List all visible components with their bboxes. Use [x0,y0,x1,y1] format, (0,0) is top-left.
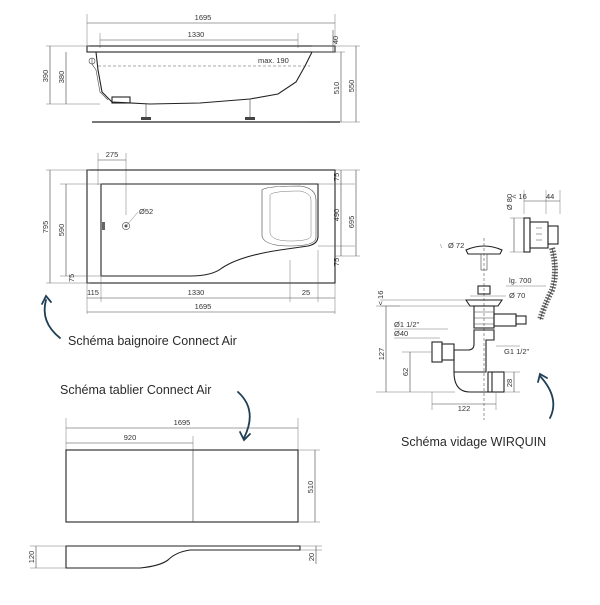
apron-caption-arrow [237,391,251,439]
dim-apron-total-length: 1695 [174,418,191,427]
outlet-thread-label: Ø1 1/2" [394,320,420,329]
bath-caption: Schéma baignoire Connect Air [68,334,237,348]
apron-front-view: 1695 920 510 [65,418,320,523]
bath-side-view: 1695 1330 max. 190 40 510 550 [41,13,360,123]
overflow-body [529,221,549,249]
dim-bottom-gap: 75 [67,274,76,282]
dim-right-middle: 490 [332,209,341,222]
bath-caption-arrow [43,299,61,339]
dim-overflow-width: 44 [546,192,554,201]
dim-flange-depth: < 16 [376,291,385,306]
dim-apron-height: 510 [306,481,315,494]
dim-inner-width: 590 [57,224,66,237]
hose-length-label: lg. 700 [509,276,532,285]
dim-trap-height: 28 [505,379,514,387]
dim-right-bottom: 75 [332,258,341,266]
outlet-diameter-label: Ø40 [394,329,408,338]
dim-right-total: 695 [347,216,356,229]
dim-flange-diameter: Ø 70 [509,291,525,300]
apron-panel [65,449,299,523]
dim-apron-left-depth: 120 [27,551,36,564]
drain-plug [465,245,503,255]
dim-overflow-depth: < 16 [512,192,527,201]
siphon-trap [453,329,495,373]
apron-top-view: 120 20 [27,545,322,569]
dim-plug-diameter: Ø 72 [448,241,464,250]
dim-bottom-left: 115 [87,288,99,297]
dim-apron-straight-length: 920 [124,433,137,442]
drain-diagram: < 16 44 Ø 80 Ø 72 lg. 700 Ø 70 [376,190,561,420]
dim-bottom-right: 25 [302,288,310,297]
drain-caption: Schéma vidage WIRQUIN [401,435,546,449]
dim-drain-offset: 275 [106,150,119,159]
drain-diameter-label: Ø52 [139,207,153,216]
drain-strainer [464,299,504,307]
outlet-connector [431,341,443,363]
dim-bottom-inner: 1330 [188,288,205,297]
apron-caption: Schéma tablier Connect Air [60,383,211,397]
flexible-hose [537,247,558,321]
dim-rim-thickness: 40 [331,36,340,44]
dim-side-total-length: 1695 [195,13,212,22]
dim-right-top: 75 [332,173,341,181]
dim-apron-right-depth: 20 [307,553,316,561]
apron-profile [65,545,301,569]
siphon-thread-label: G1 1/2" [504,347,530,356]
dim-left-outer-height: 390 [41,70,50,83]
dim-overflow-diameter: Ø 80 [505,194,514,210]
dim-right-outer-height: 550 [347,80,356,93]
dim-right-inner-height: 510 [332,82,341,95]
bath-basin-outline [100,183,319,277]
dim-top-total-length: 1695 [195,302,212,311]
bath-top-view: 275 Ø52 795 590 75 75 490 75 6 [41,150,360,314]
dim-drain-width: 122 [458,404,471,413]
dim-total-width: 795 [41,221,50,234]
dim-drain-height: 127 [377,348,386,361]
bath-rim [86,45,336,53]
dim-left-inner-height: 380 [57,71,66,84]
bath-side-outline [95,51,313,105]
drain-caption-arrow [539,375,555,419]
dim-outlet-height: 62 [401,368,410,376]
dim-side-inner-length: 1330 [188,30,205,39]
max-water-label: max. 190 [258,56,289,65]
bath-top-outline [86,169,336,284]
